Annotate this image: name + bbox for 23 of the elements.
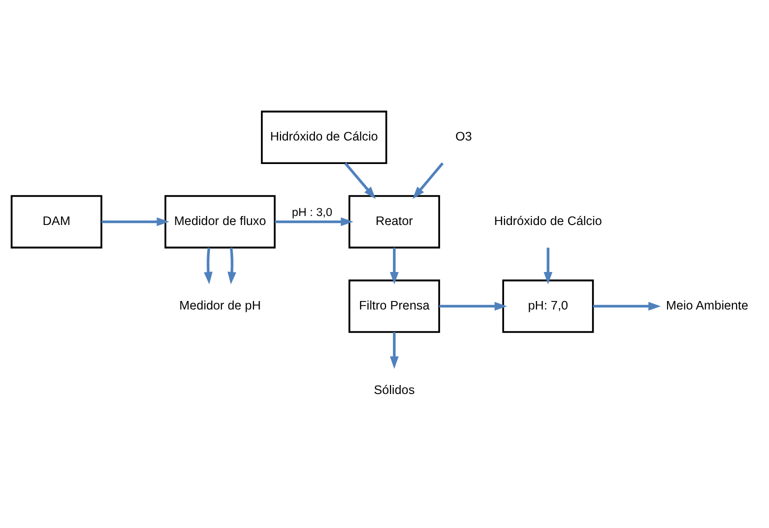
node-box: Medidor de fluxo: [164, 195, 276, 248]
arrow: [228, 248, 236, 284]
arrow: [344, 162, 376, 200]
arrow: [274, 217, 354, 226]
arrow: [204, 248, 213, 284]
arrow: [593, 302, 661, 311]
edge-label: pH : 3,0: [292, 206, 332, 219]
node-text: Medidor de pH: [179, 298, 261, 313]
node-box: Reator: [348, 195, 440, 248]
arrow: [412, 162, 444, 200]
node-box: pH: 7,0: [502, 280, 594, 333]
arrow: [439, 302, 508, 311]
arrow: [102, 217, 170, 226]
arrow: [390, 332, 399, 369]
arrow: [544, 248, 552, 284]
node-box: DAM: [10, 195, 102, 248]
node-text: Hidróxido de Cálcio: [494, 214, 602, 228]
node-box: Hidróxido de Cálcio: [260, 110, 388, 164]
node-text: Meio Ambiente: [666, 298, 748, 313]
node-box: Filtro Prensa: [348, 280, 440, 333]
node-text: Sólidos: [374, 382, 415, 397]
node-text: O3: [455, 130, 472, 144]
arrow: [390, 248, 399, 284]
